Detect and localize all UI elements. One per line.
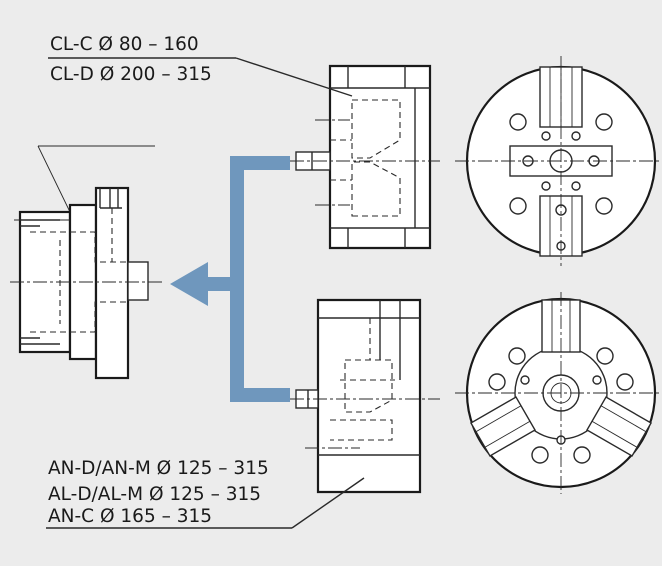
arrow-left-icon bbox=[170, 262, 208, 306]
bolt-hole bbox=[571, 131, 581, 141]
jaw-serration bbox=[484, 420, 531, 448]
hidden-line bbox=[330, 419, 393, 441]
label-cl-c: CL-C Ø 80 – 160 bbox=[50, 34, 199, 55]
leader-line bbox=[235, 57, 353, 97]
bolt-hole bbox=[595, 197, 613, 215]
bolt-hole bbox=[592, 375, 602, 385]
upper-chuck-front-view bbox=[455, 56, 662, 266]
bracket-vertical-bar bbox=[230, 156, 244, 402]
bracket-bottom-arm bbox=[230, 388, 290, 402]
bolt-hole bbox=[488, 373, 506, 391]
jaw-top bbox=[586, 396, 652, 457]
bolt-hole bbox=[509, 113, 527, 131]
bolt-hole bbox=[541, 131, 551, 141]
jaw-serration bbox=[600, 405, 647, 433]
label-group-top: CL-C Ø 80 – 160 CL-D Ø 200 – 315 bbox=[48, 34, 353, 97]
left-chuck-side-view bbox=[10, 145, 165, 380]
bracket-arrow-shaft bbox=[205, 277, 235, 291]
hidden-line bbox=[351, 161, 401, 217]
bolt-hole bbox=[508, 347, 526, 365]
chuck-body bbox=[316, 298, 422, 494]
chuck-spindle bbox=[127, 261, 149, 301]
leader-line bbox=[37, 145, 71, 213]
lower-chuck-front-view bbox=[455, 292, 662, 494]
label-an-d: AN-D/AN-M Ø 125 – 315 bbox=[48, 458, 269, 479]
hidden-line bbox=[344, 359, 393, 413]
bolt-hole bbox=[520, 375, 530, 385]
chuck-body bbox=[94, 186, 130, 380]
bolt-hole bbox=[573, 446, 591, 464]
hidden-line bbox=[30, 301, 128, 333]
bolt-hole bbox=[616, 373, 634, 391]
label-al-d: AL-D/AL-M Ø 125 – 315 bbox=[48, 484, 261, 505]
label-cl-d: CL-D Ø 200 – 315 bbox=[50, 64, 212, 85]
jaw-serration bbox=[475, 405, 522, 433]
jaw-serration bbox=[591, 420, 638, 448]
label-group-bottom: AN-D/AN-M Ø 125 – 315 AL-D/AL-M Ø 125 – … bbox=[46, 458, 365, 529]
upper-chuck-side-view bbox=[290, 64, 440, 250]
adapter-bracket bbox=[170, 156, 290, 402]
label-an-c: AN-C Ø 165 – 315 bbox=[48, 506, 212, 527]
jaw-top bbox=[470, 396, 536, 457]
bolt-hole bbox=[541, 181, 551, 191]
bolt-hole bbox=[595, 113, 613, 131]
bolt-hole bbox=[509, 197, 527, 215]
bolt-hole bbox=[571, 181, 581, 191]
chuck-body bbox=[328, 64, 432, 250]
bolt-hole bbox=[531, 446, 549, 464]
hidden-line bbox=[351, 99, 401, 159]
jaw-lower-right bbox=[586, 396, 652, 457]
lower-chuck-side-view bbox=[290, 298, 440, 494]
bolt-hole bbox=[596, 347, 614, 365]
leader-line bbox=[291, 477, 365, 529]
jaw-lower-left bbox=[470, 396, 536, 457]
bracket-top-arm bbox=[230, 156, 290, 170]
